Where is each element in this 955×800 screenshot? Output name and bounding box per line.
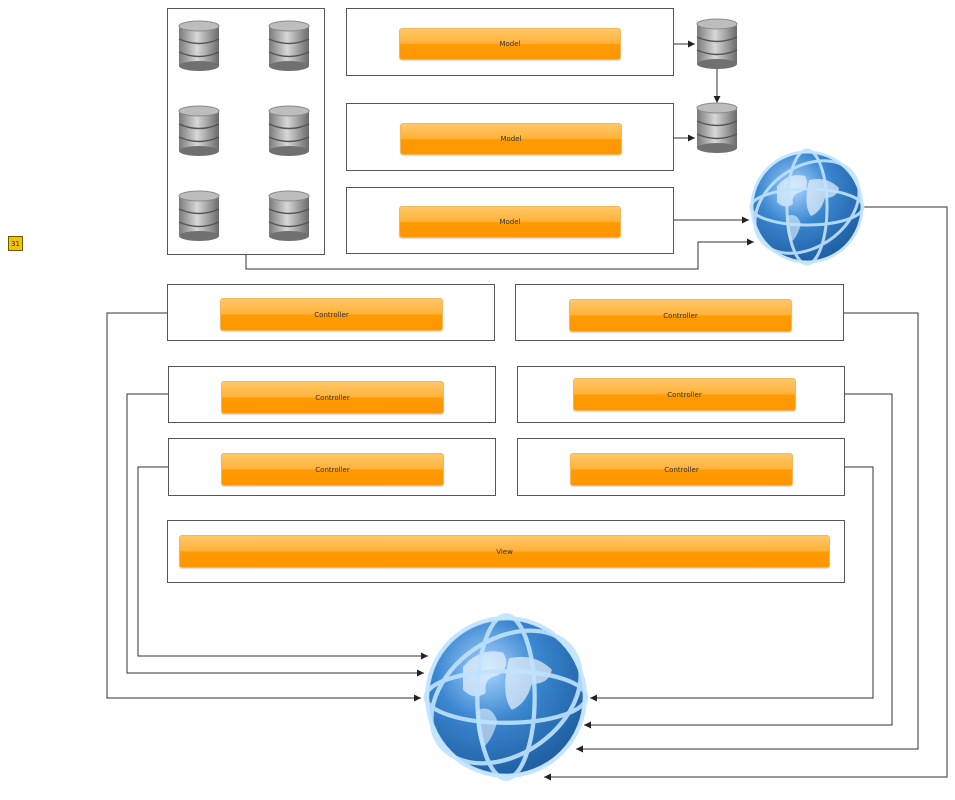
connector-c6-globe: [590, 466, 874, 702]
globe-icon: [423, 613, 589, 781]
connector-dbgrid-globe: [245, 238, 754, 270]
connector-globe-bottom: [544, 206, 948, 781]
connector-c3-globe: [126, 393, 424, 677]
database-icon: [268, 190, 310, 241]
globe-icon: [749, 148, 865, 266]
page-number-badge: 31: [8, 236, 23, 251]
database-icon: [178, 105, 220, 156]
controller-block-3: Controller: [221, 381, 444, 414]
database-icon: [178, 190, 220, 241]
database-icon: [268, 105, 310, 156]
connector-c1-globe: [106, 312, 421, 702]
model-block-1: Model: [399, 28, 621, 60]
controller-block-1: Controller: [220, 298, 443, 331]
connector-c4-globe: [584, 393, 893, 729]
controller-block-2: Controller: [569, 299, 792, 332]
view-block: View: [179, 535, 830, 568]
database-icon: [696, 18, 738, 69]
model-block-3: Model: [399, 206, 621, 238]
controller-block-6: Controller: [570, 453, 793, 486]
model-block-2: Model: [400, 123, 622, 155]
connector-c2-globe: [576, 312, 919, 753]
database-icon: [268, 20, 310, 71]
controller-block-4: Controller: [573, 378, 796, 411]
controller-block-5: Controller: [221, 453, 444, 486]
database-icon: [696, 102, 738, 153]
database-icon: [178, 20, 220, 71]
connector-c5-globe: [137, 466, 428, 660]
